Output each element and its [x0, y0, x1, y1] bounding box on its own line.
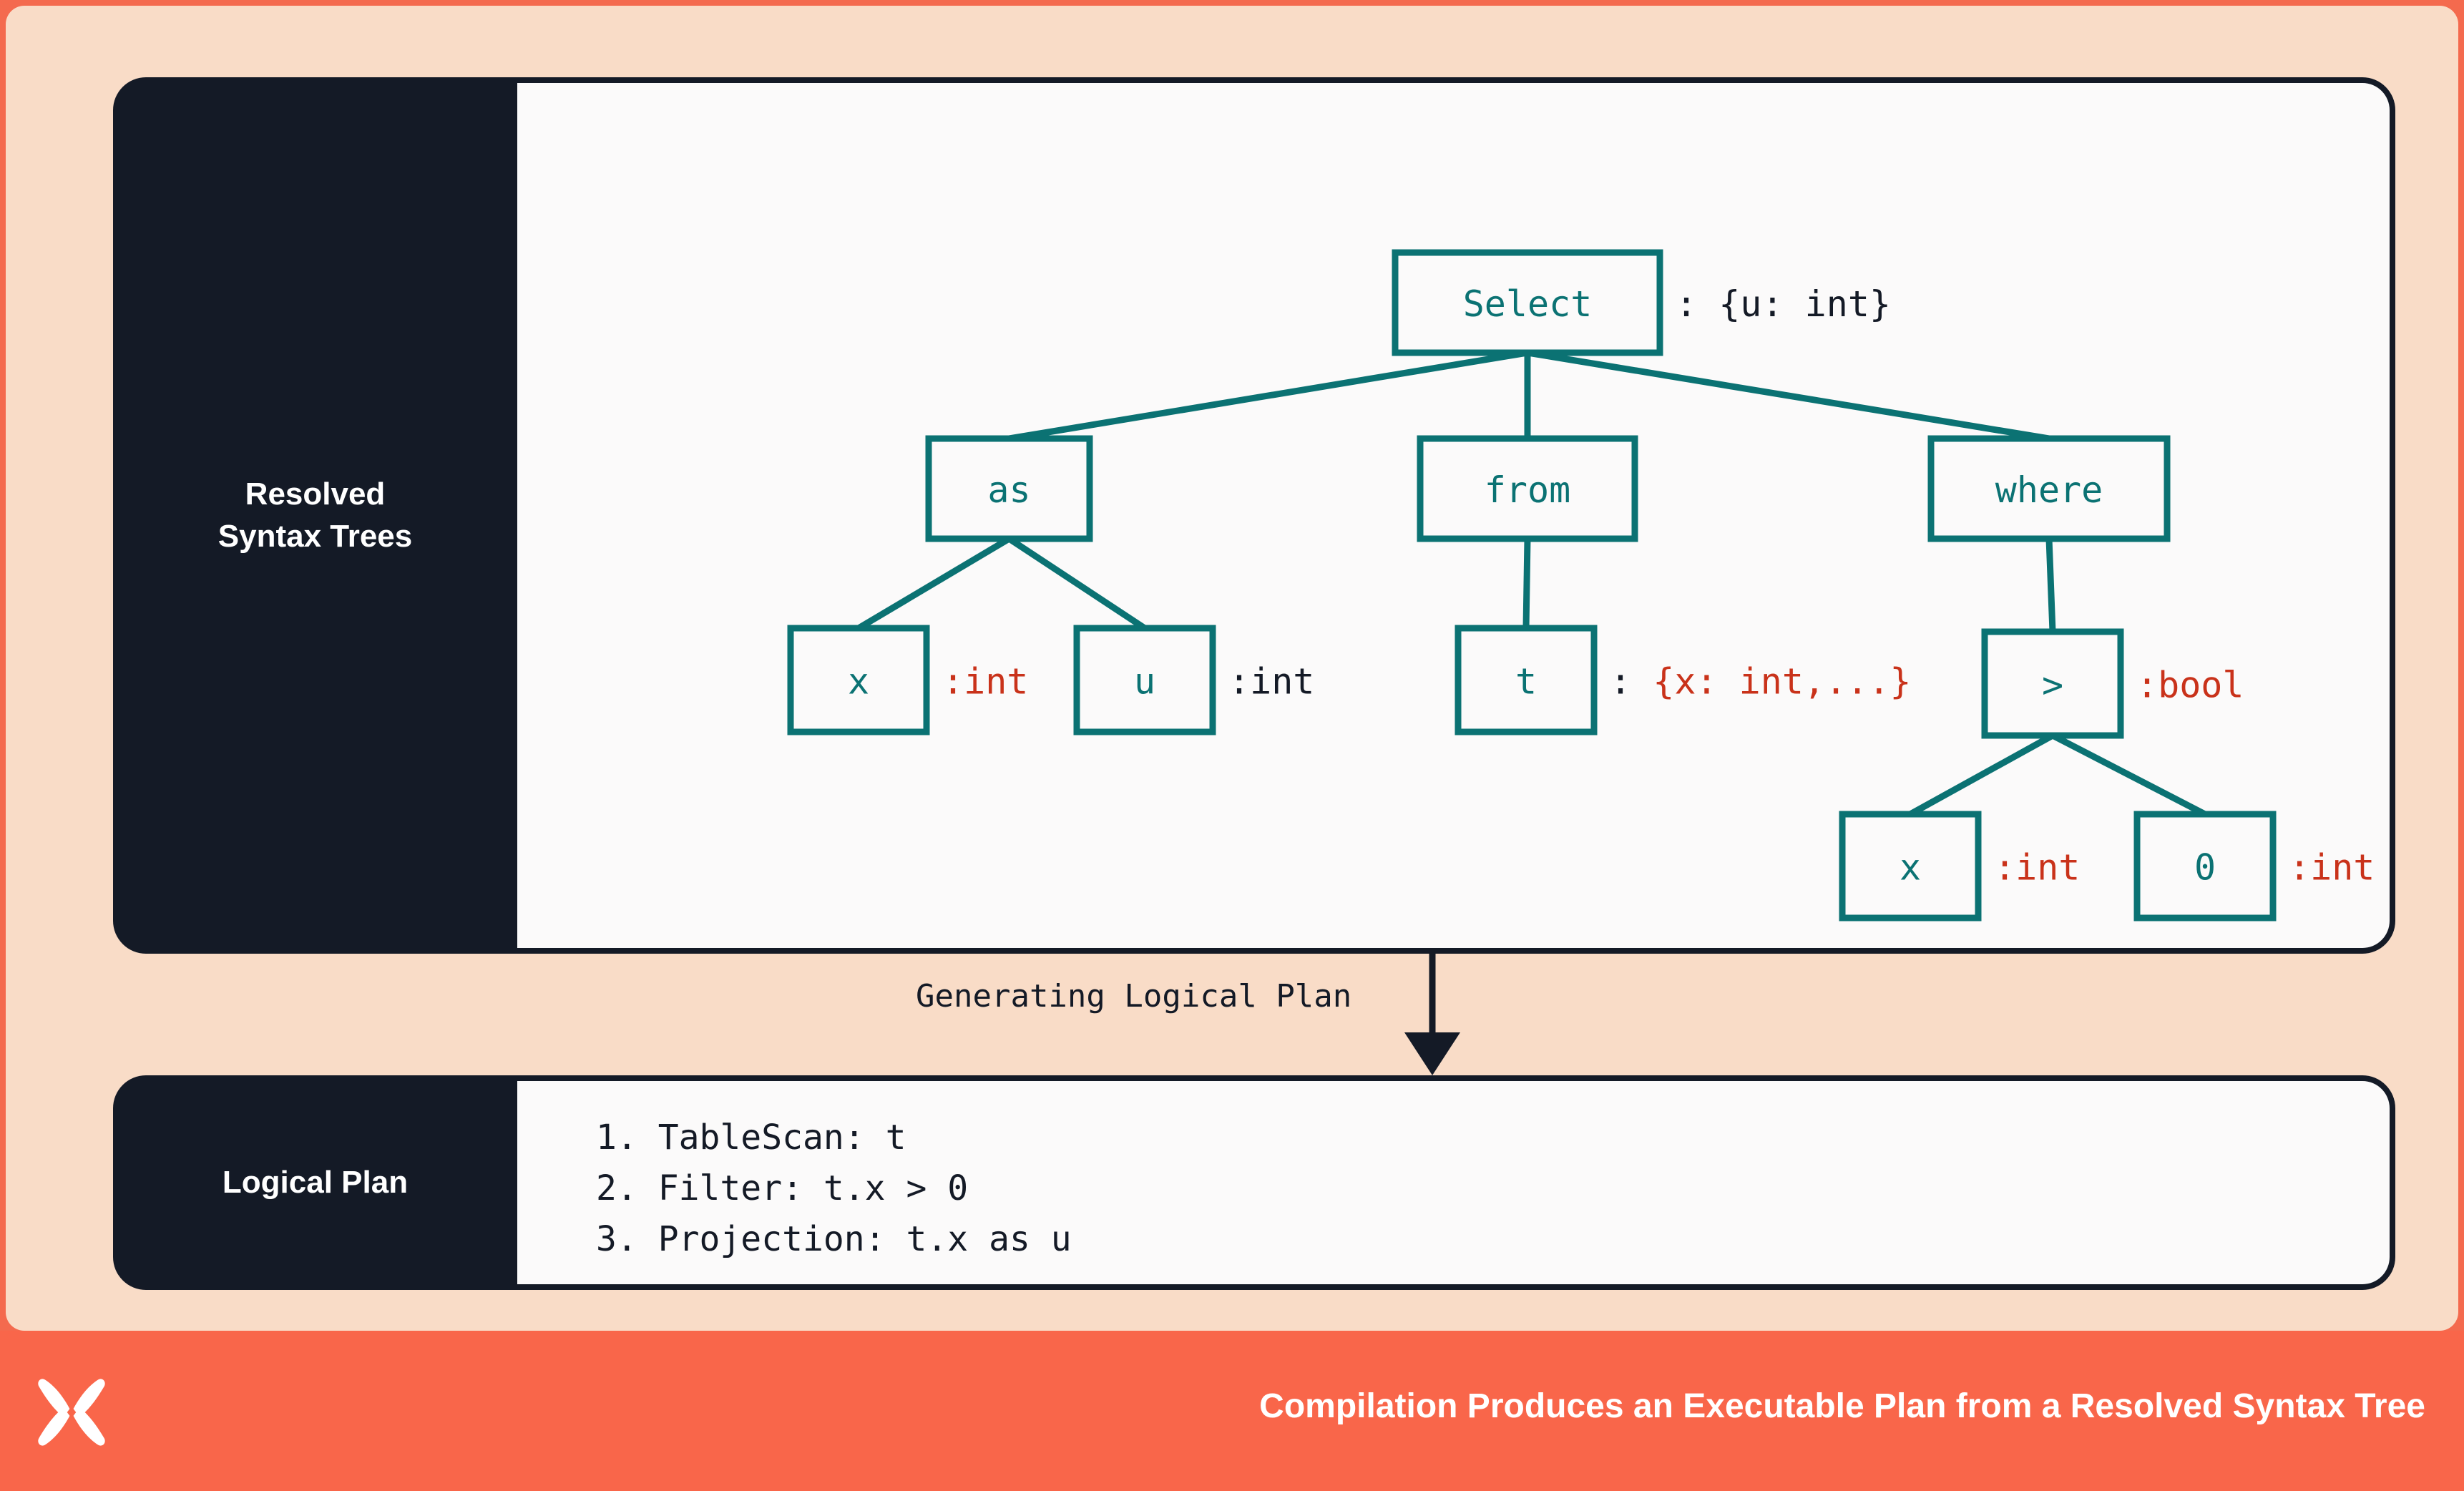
tree-node-select[interactable]: Select — [1392, 249, 1663, 356]
type-annotation-t: : {x: int,...} — [1610, 661, 1911, 703]
tree-node-zero[interactable]: 0 — [2133, 811, 2277, 922]
tree-edge — [1908, 733, 2055, 817]
tree-node-as[interactable]: as — [925, 435, 1093, 542]
tree-node-box — [1927, 435, 2171, 542]
tree-node-layer: Select as from where x u t > x 0 — [787, 249, 2277, 922]
stage-label-logical-plan: Logical Plan — [222, 1164, 409, 1200]
tree-node-where[interactable]: where — [1927, 435, 2171, 542]
footer-banner: Compilation Produces an Executable Plan … — [0, 1331, 2464, 1491]
transition-group: Generating Logical Plan — [6, 954, 2464, 1075]
tree-node-box — [1073, 625, 1216, 735]
tree-node-box — [1981, 628, 2124, 739]
transition-label: Generating Logical Plan — [916, 978, 1352, 1015]
tree-node-label: as — [987, 469, 1030, 511]
tree-node-gt[interactable]: > — [1981, 628, 2124, 739]
tree-annotation-layer: : {u: int} :int :int : {x: int,...} :bool :in… — [942, 283, 2375, 889]
tree-node-u[interactable]: u — [1073, 625, 1216, 735]
tree-edge — [856, 536, 1011, 631]
tree-node-label: from — [1485, 469, 1570, 511]
tree-node-box — [1417, 435, 1638, 542]
tree-node-box — [925, 435, 1093, 542]
tree-edge — [2045, 538, 2056, 632]
tree-node-label: > — [2042, 665, 2063, 706]
tree-node-x1[interactable]: x — [787, 625, 930, 735]
stage-body-resolved-syntax-trees: Select as from where x u t > x 0 : {u: int} :int :i… — [517, 83, 2390, 948]
tree-node-box — [1455, 625, 1598, 735]
type-annotation-u: :int — [1228, 661, 1314, 703]
tree-edge — [1522, 538, 1531, 629]
tree-node-x2[interactable]: x — [1839, 811, 1982, 922]
stage-panel-logical-plan: Logical Plan 1. TableScan: t 2. Filter: t… — [113, 1075, 2395, 1290]
type-annotation-x2: :int — [1994, 847, 2080, 889]
tree-node-label: t — [1515, 661, 1537, 703]
logical-plan-step: 2. Filter: t.x > 0 — [596, 1168, 969, 1209]
tree-edge — [2050, 733, 2207, 817]
tree-node-label: 0 — [2194, 847, 2216, 889]
tree-edge — [1007, 536, 1147, 631]
tree-node-label: x — [1900, 847, 1921, 889]
tree-node-from[interactable]: from — [1417, 435, 1638, 542]
tree-node-label: Select — [1463, 283, 1593, 325]
type-annotation-select: : {u: int} — [1676, 283, 1891, 325]
tree-node-t[interactable]: t — [1455, 625, 1598, 735]
syntax-tree-graphic: Select as from where x u t > x 0 : {u: int} :int :i… — [787, 249, 2375, 922]
logical-plan-step: 3. Projection: t.x as u — [596, 1219, 1072, 1260]
tree-node-label: where — [1995, 469, 2103, 511]
tree-edge-layer — [856, 349, 2207, 817]
stage-body-logical-plan: 1. TableScan: t 2. Filter: t.x > 0 3. Proj… — [517, 1081, 2390, 1284]
tree-node-box — [787, 625, 930, 735]
tree-node-box — [2133, 811, 2277, 922]
type-annotation-zero: :int — [2289, 847, 2375, 889]
tree-node-label: u — [1134, 661, 1155, 703]
butterfly-logo-icon — [38, 1379, 105, 1446]
tree-node-box — [1392, 249, 1663, 356]
banner-caption: Compilation Produces an Executable Plan … — [1259, 1387, 2425, 1425]
tree-edge — [1008, 349, 1528, 442]
tree-node-box — [1839, 811, 1982, 922]
type-annotation-gt: :bool — [2136, 665, 2244, 706]
logical-plan-step: 1. TableScan: t — [596, 1118, 906, 1158]
logical-plan-step-list: 1. TableScan: t 2. Filter: t.x > 0 3. Proj… — [596, 1113, 1072, 1265]
tree-edge — [1527, 349, 2050, 442]
type-annotation-x1: :int — [942, 661, 1028, 703]
tree-node-label: x — [848, 661, 869, 703]
transition-arrow-icon — [1404, 954, 1460, 1075]
